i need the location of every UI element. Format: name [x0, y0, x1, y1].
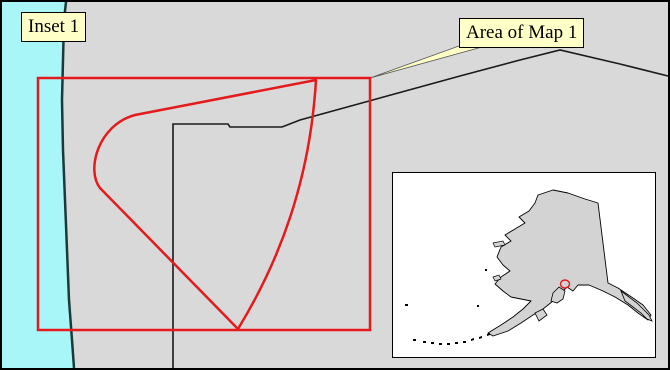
alaska-locator-icon: [405, 189, 653, 345]
island-st-matthew: [485, 269, 487, 271]
island-st-lawrence: [492, 240, 506, 248]
area-callout-label: Area of Map 1: [459, 18, 585, 48]
panhandle: [620, 289, 653, 322]
locator-area-marker: [559, 279, 571, 289]
kodiak-island: [534, 308, 548, 322]
alaska-mainland: [487, 189, 652, 337]
area-outline: [93, 78, 318, 331]
locator-map: [392, 172, 656, 358]
island-nunivak: [492, 274, 502, 282]
area-of-map-rectangle: [36, 76, 372, 332]
boundary-line: [172, 49, 669, 368]
inset-label: Inset 1: [21, 12, 87, 42]
aleutian-islands: [405, 304, 490, 345]
island-pribilof: [477, 305, 479, 307]
kenai-peninsula: [550, 286, 566, 304]
